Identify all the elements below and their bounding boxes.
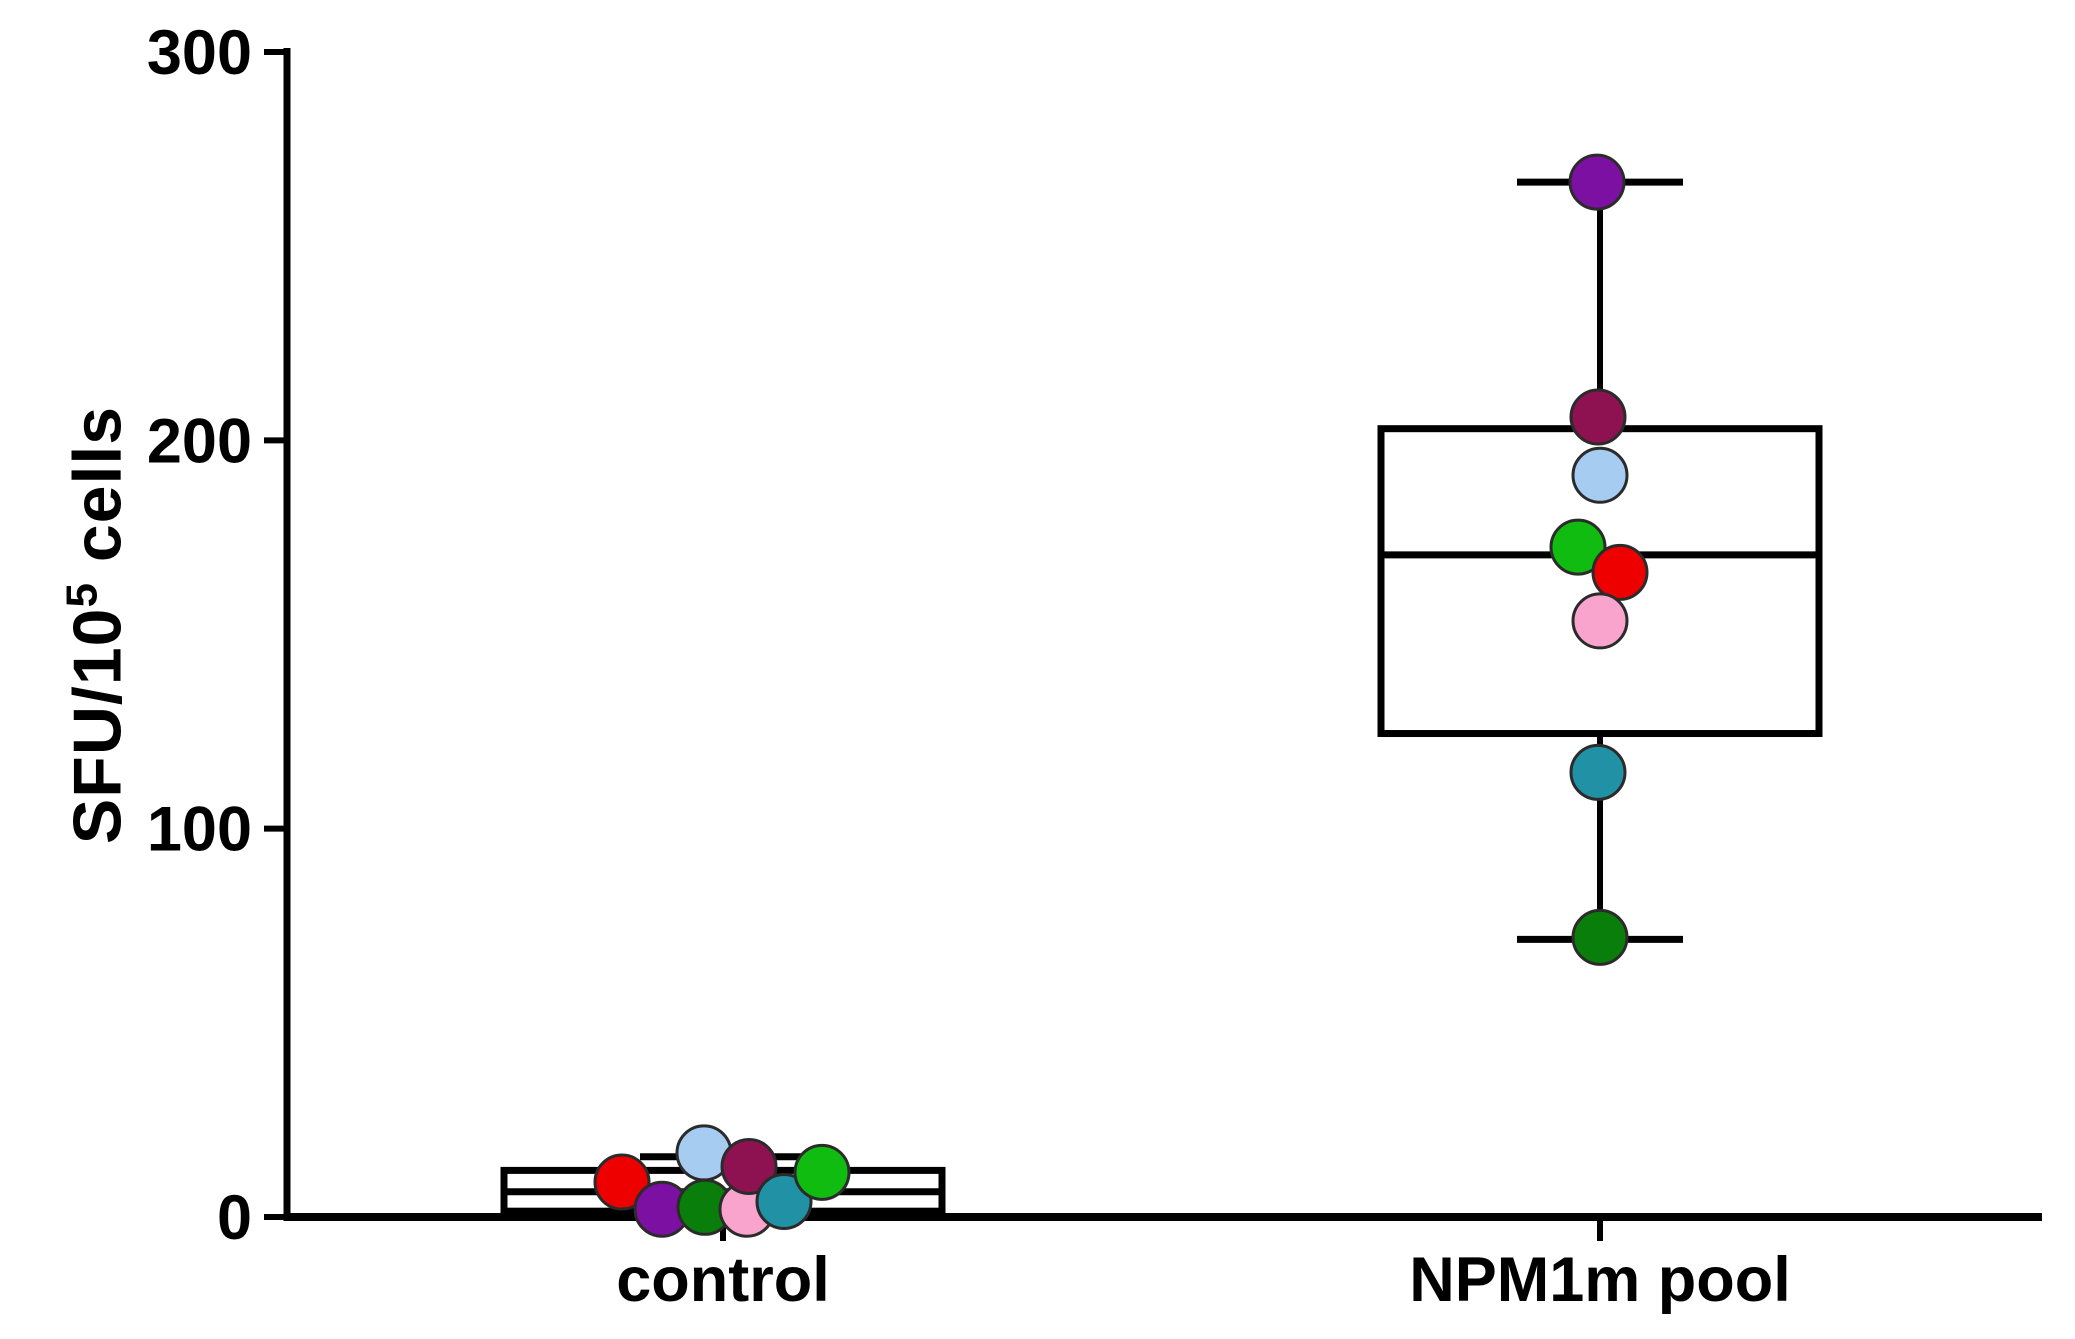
point-npm1m-pool-dark-green (1571, 908, 1629, 966)
point-npm1m-pool-purple (1568, 153, 1626, 211)
point-npm1m-pool-pink (1571, 592, 1629, 650)
point-npm1m-pool-maroon (1569, 388, 1627, 446)
point-control-red (593, 1153, 651, 1211)
point-npm1m-pool-red (1591, 543, 1649, 601)
point-control-green (793, 1143, 851, 1201)
y-axis-label-base: SFU/10 (59, 607, 136, 845)
point-npm1m-pool-green (1549, 518, 1607, 576)
y-tick-label-300: 300 (147, 18, 252, 88)
y-axis-label: SFU/105 cells (58, 406, 137, 844)
point-control-maroon (720, 1138, 778, 1196)
y-tick-label-200: 200 (147, 406, 252, 476)
y-axis-label-superscript: 5 (57, 582, 107, 608)
point-npm1m-pool-teal (1569, 743, 1627, 801)
point-npm1m-pool-light-blue (1571, 446, 1629, 504)
point-control-teal (755, 1172, 813, 1230)
y-axis-label-rest: cells (59, 405, 136, 583)
category-label-control: control (616, 1245, 830, 1315)
y-tick-label-0: 0 (217, 1183, 252, 1253)
category-label-npm1m-pool: NPM1m pool (1409, 1245, 1791, 1315)
y-tick-label-100: 100 (147, 795, 252, 865)
